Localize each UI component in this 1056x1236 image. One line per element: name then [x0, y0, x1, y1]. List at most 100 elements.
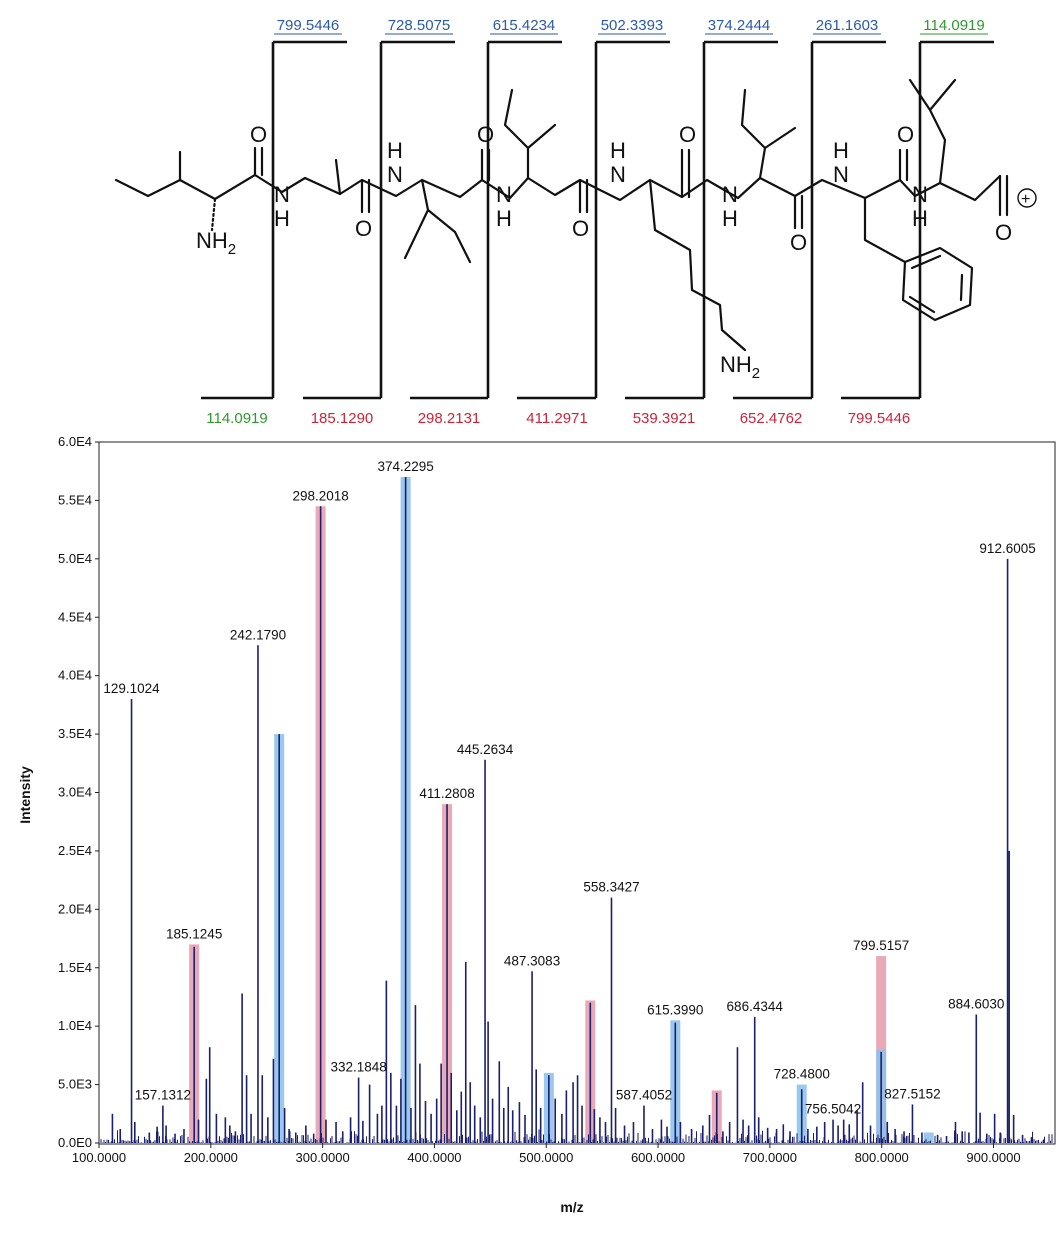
cation-sign: + — [1021, 191, 1030, 208]
c-term-carbonyl — [998, 174, 1009, 217]
carbonyl-o-2: O — [355, 216, 372, 241]
lysine-amine: NH2 — [720, 352, 760, 382]
n-term-amine: NH2 — [196, 228, 236, 258]
amide-h-6: H — [833, 138, 849, 163]
peak-label: 912.6005 — [979, 541, 1035, 556]
x-tick-label: 200.0000 — [184, 1150, 238, 1165]
amide-n-2: N — [387, 162, 403, 187]
bottom-fragment-label-3: 298.2131 — [418, 410, 481, 427]
bottom-fragment-label-6: 652.4762 — [740, 410, 803, 427]
y-tick-label: 0.0E0 — [58, 1135, 92, 1150]
residue2-carbonyl — [360, 178, 371, 214]
carbonyl-o-7: O — [897, 122, 914, 147]
residue5-sidechain — [648, 178, 747, 352]
amide-h-3: H — [496, 206, 512, 231]
peak-label: 129.1024 — [103, 681, 160, 696]
peak-label: 756.5042 — [805, 1102, 861, 1117]
residue6-carbonyl — [793, 194, 804, 230]
bottom-fragment-label-5: 539.3921 — [633, 410, 696, 427]
top-fragment-label-4: 502.3393 — [601, 17, 664, 34]
y-tick-label: 5.5E4 — [58, 492, 92, 507]
peak-label: 615.3990 — [647, 1002, 703, 1017]
amide-h-4: H — [610, 138, 626, 163]
amide-h-2: H — [387, 138, 403, 163]
peak-label: 242.1790 — [230, 627, 286, 642]
residue7-carbonyl — [898, 148, 909, 182]
residue4-carbonyl — [578, 178, 589, 214]
bottom-fragment-label-7: 799.5446 — [848, 410, 911, 427]
peak-label: 487.3083 — [504, 953, 560, 968]
spectrum-chart: 0.0E0 5.0E3 1.0E4 1.5E4 2.0E4 2.5E4 3.0E4 3.5E4… — [17, 434, 1056, 1215]
peak-label: 799.5157 — [853, 938, 909, 953]
peak-label: 411.2808 — [419, 786, 474, 801]
carbonyl-o-1: O — [250, 122, 267, 147]
residue3-sidechain — [403, 178, 472, 264]
x-axis: 100.0000 200.0000 300.0000 400.0000 500.0000… — [72, 1143, 1021, 1165]
x-tick-label: 600.0000 — [631, 1150, 685, 1165]
x-tick-label: 100.0000 — [72, 1150, 126, 1165]
carbonyl-o-4: O — [572, 216, 589, 241]
top-fragment-label-3: 615.4234 — [493, 17, 556, 34]
peak-label: 332.1848 — [330, 1060, 386, 1075]
phenyl-ring — [901, 246, 974, 322]
peptide-structure: NH2 O N H O H N O N H O H N O N H NH2 O … — [114, 78, 1037, 382]
x-tick-label: 700.0000 — [743, 1150, 797, 1165]
peak-label: 157.1312 — [135, 1088, 191, 1103]
cation-circle — [1017, 188, 1037, 208]
x-tick-label: 300.0000 — [296, 1150, 350, 1165]
top-fragment-label-6: 261.1603 — [816, 17, 879, 34]
peak-annotations: 129.1024157.1312185.1245242.1790298.2018… — [103, 459, 1035, 1117]
residue2-methyl — [334, 158, 342, 196]
residue5-carbonyl — [680, 148, 691, 199]
peak-label: 884.6030 — [948, 996, 1004, 1011]
amide-n-6: N — [833, 162, 849, 187]
residue1-carbonyl — [253, 146, 264, 177]
amide-n-5: N — [722, 182, 738, 207]
y-tick-label: 3.0E4 — [58, 785, 92, 800]
amide-h-1: H — [274, 206, 290, 231]
x-tick-label: 400.0000 — [407, 1150, 461, 1165]
top-fragment-label-7: 114.0919 — [923, 17, 984, 34]
y-tick-label: 1.0E4 — [58, 1018, 92, 1033]
c-ion-highlight — [923, 1132, 934, 1143]
bottom-fragment-label-1: 114.0919 — [206, 410, 267, 427]
amide-h-5: H — [722, 206, 738, 231]
x-tick-label: 900.0000 — [966, 1150, 1020, 1165]
c-term-oxygen: O — [995, 220, 1012, 245]
fragment-highlights — [189, 477, 934, 1144]
y-axis: 0.0E0 5.0E3 1.0E4 1.5E4 2.0E4 2.5E4 3.0E4 3.5E4… — [58, 434, 99, 1150]
top-fragment-label-1: 799.5446 — [277, 17, 340, 34]
y-tick-label: 2.0E4 — [58, 901, 92, 916]
x-tick-label: 800.0000 — [855, 1150, 909, 1165]
residue1-hash — [210, 197, 217, 232]
peak-label: 374.2295 — [377, 459, 433, 474]
y-tick-label: 1.5E4 — [58, 960, 92, 975]
y-tick-label: 6.0E4 — [58, 434, 92, 449]
residue4-sidechain — [503, 88, 557, 180]
peak-label: 686.4344 — [727, 999, 784, 1014]
y-tick-label: 2.5E4 — [58, 843, 92, 858]
carbonyl-o-6: O — [790, 230, 807, 255]
y-tick-label: 5.0E4 — [58, 551, 92, 566]
amide-n-3: N — [496, 182, 512, 207]
top-fragment-label-5: 374.2444 — [708, 17, 771, 34]
peak-label: 185.1245 — [166, 926, 222, 941]
fragment-brackets: 799.5446114.0919728.5075185.1290615.4234… — [201, 17, 994, 427]
top-fragment-label-2: 728.5075 — [388, 17, 451, 34]
x-tick-label: 500.0000 — [519, 1150, 573, 1165]
peak-label: 445.2634 — [457, 742, 514, 757]
amide-n-1: N — [274, 182, 290, 207]
peak-label: 728.4800 — [774, 1067, 830, 1082]
y-tick-label: 5.0E3 — [58, 1077, 92, 1092]
y-tick-label: 4.0E4 — [58, 668, 92, 683]
y-tick-label: 3.5E4 — [58, 726, 92, 741]
residue8-sidechain — [908, 78, 957, 185]
carbonyl-o-5: O — [679, 122, 696, 147]
backbone-chain — [114, 173, 1002, 202]
y-tick-label: 4.5E4 — [58, 609, 92, 624]
carbonyl-o-3: O — [477, 122, 494, 147]
residue6-sidechain — [740, 88, 797, 180]
spectrum-peaks — [111, 477, 1045, 1143]
